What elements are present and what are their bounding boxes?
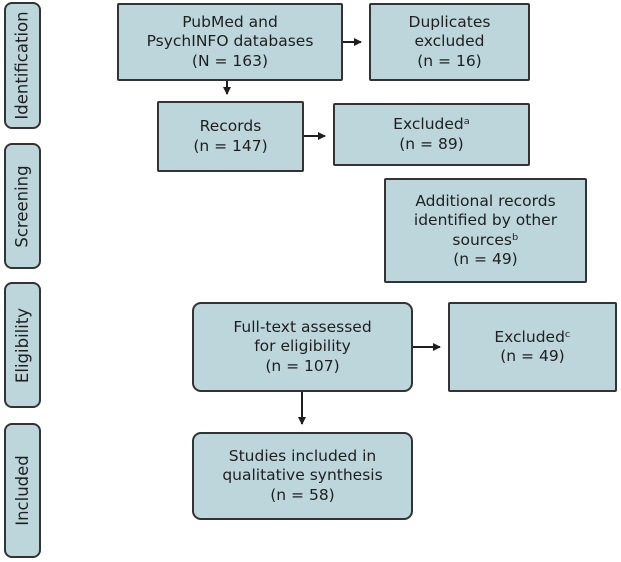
box-duplicates-excluded: Duplicates excluded (n = 16) (369, 3, 530, 81)
box-studies-included: Studies included in qualitative synthesi… (192, 432, 413, 520)
stage-screening: Screening (4, 143, 41, 269)
stage-included-label: Included (13, 455, 33, 526)
stage-eligibility: Eligibility (4, 282, 41, 408)
box-records: Records (n = 147) (157, 101, 304, 172)
box-excluded-a: Excludedᵃ (n = 89) (333, 103, 530, 166)
stage-identification-label: Identification (13, 11, 32, 120)
stage-identification: Identification (4, 2, 41, 129)
box-fulltext-assessed: Full-text assessed for eligibility (n = … (192, 302, 413, 392)
stage-screening-label: Screening (13, 164, 32, 248)
stage-included: Included (4, 423, 41, 558)
box-additional-sources: Additional records identified by other s… (384, 178, 587, 283)
box-databases: PubMed and PsychINFO databases (N = 163) (117, 3, 343, 81)
stage-eligibility-label: Eligibility (13, 307, 32, 383)
box-excluded-c: Excludedᶜ (n = 49) (448, 302, 617, 392)
